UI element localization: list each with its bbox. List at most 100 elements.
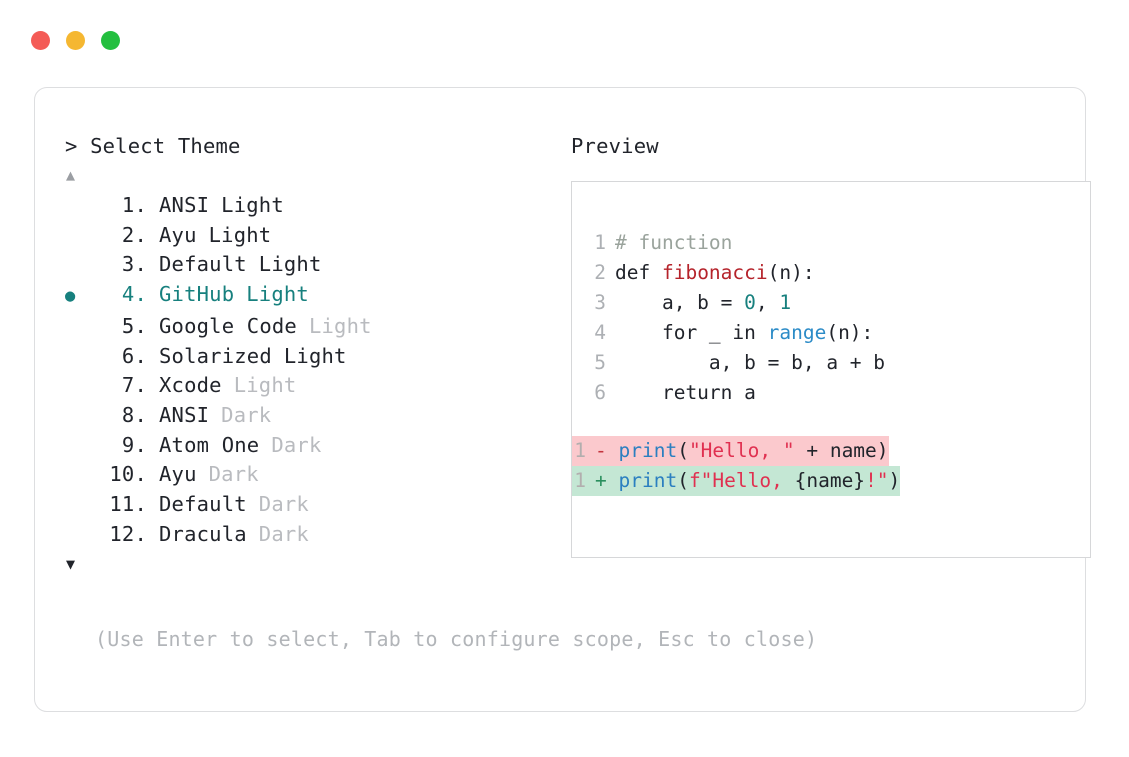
theme-item-variant: Light — [258, 252, 322, 277]
theme-list-item[interactable]: 7. Xcode Light — [65, 371, 535, 401]
theme-list-item[interactable]: 6. Solarized Light — [65, 342, 535, 372]
code-token: fibonacci — [661, 261, 768, 284]
theme-list-item[interactable]: 5. Google Code Light — [65, 312, 535, 342]
theme-item-number: 2. — [121, 222, 147, 247]
line-number: 1 — [574, 469, 586, 492]
line-number: 2 — [594, 261, 606, 284]
code-line: 5 a, b = b, a + b — [592, 348, 1090, 378]
code-token: 1 — [779, 291, 792, 314]
code-token: a, b = — [615, 291, 745, 314]
theme-item-variant: Light — [308, 313, 372, 338]
page-title: > Select Theme — [65, 134, 241, 158]
theme-item-variant: Light — [246, 282, 309, 307]
code-line: 4 for _ in range(n): — [592, 318, 1090, 348]
code-token: 0 — [744, 291, 756, 314]
diff-added-line: 1+ print(f"Hello, {name}!") — [572, 466, 901, 496]
code-token: # function — [615, 231, 733, 254]
theme-item-number: 6. — [121, 343, 147, 368]
preview-label: Preview — [571, 134, 659, 158]
diff-sign: - — [595, 439, 619, 462]
code-line: 1 # function — [592, 228, 1090, 258]
theme-item-name: Xcode — [159, 373, 222, 398]
code-token: (n): — [826, 321, 874, 344]
theme-item-name: Ayu — [159, 222, 197, 247]
code-token: a, b = b, a + b — [615, 351, 886, 374]
line-number: 5 — [594, 351, 606, 374]
code-token: , — [755, 291, 780, 314]
theme-item-name: Solarized — [159, 343, 272, 368]
theme-item-variant: Dark — [271, 432, 322, 457]
line-number: 1 — [574, 439, 586, 462]
code-token: ) — [888, 469, 901, 492]
maximize-button-dot[interactable] — [101, 31, 120, 50]
theme-item-name: ANSI — [159, 193, 210, 217]
theme-list-item[interactable]: 10. Ayu Dark — [65, 460, 535, 490]
theme-item-name: Dracula — [159, 521, 247, 546]
selected-bullet-icon: ● — [65, 286, 76, 307]
theme-list-item[interactable]: 8. ANSI Dark — [65, 401, 535, 431]
line-number: 6 — [594, 381, 606, 404]
code-token: def — [615, 261, 662, 284]
theme-list-item[interactable]: 11. Default Dark — [65, 490, 535, 520]
diff-sample: 1- print("Hello, " + name)1+ print(f"Hel… — [572, 436, 1090, 496]
theme-item-number: 7. — [121, 373, 147, 398]
minimize-button-dot[interactable] — [66, 31, 85, 50]
diff-row: 1+ print(f"Hello, {name}!") — [572, 466, 1090, 496]
theme-item-variant: Dark — [221, 402, 272, 427]
line-number: 3 — [594, 291, 606, 314]
line-number: 1 — [594, 231, 606, 254]
code-line: 3 a, b = 0, 1 — [592, 288, 1090, 318]
theme-item-name: GitHub — [159, 282, 235, 307]
code-token: for _ in — [615, 321, 768, 344]
code-line: 6 return a — [592, 378, 1090, 408]
theme-item-number: 4. — [121, 282, 147, 307]
keyboard-hint: (Use Enter to select, Tab to configure s… — [95, 627, 818, 651]
theme-list-item[interactable]: 1. ANSI Light — [65, 191, 535, 221]
code-token: f"Hello, — [688, 469, 795, 492]
theme-item-number: 10. — [109, 462, 147, 487]
theme-item-name: ANSI — [159, 402, 210, 427]
code-token: ( — [677, 439, 689, 462]
code-token: (n): — [767, 261, 815, 284]
diff-removed-line: 1- print("Hello, " + name) — [572, 436, 889, 466]
theme-item-number: 11. — [109, 492, 147, 517]
theme-item-number: 1. — [121, 193, 147, 217]
theme-item-name: Atom One — [159, 432, 260, 457]
theme-item-name: Google Code — [159, 313, 297, 338]
theme-item-variant: Light — [283, 343, 347, 368]
theme-item-variant: Dark — [258, 492, 309, 517]
code-token: ( — [677, 469, 689, 492]
diff-row: 1- print("Hello, " + name) — [572, 436, 1090, 466]
theme-item-variant: Light — [221, 193, 284, 217]
diff-sign: + — [595, 469, 619, 492]
theme-item-number: 8. — [121, 402, 147, 427]
theme-item-variant: Dark — [208, 462, 259, 487]
theme-item-number: 3. — [121, 252, 147, 277]
scroll-up-icon[interactable]: ▲ — [66, 166, 76, 184]
theme-item-name: Ayu — [159, 462, 197, 487]
theme-item-number: 9. — [121, 432, 147, 457]
code-token: {name} — [794, 469, 866, 492]
code-token: "Hello, " — [688, 439, 795, 462]
theme-list-item[interactable]: 2. Ayu Light — [65, 221, 535, 251]
theme-list-item[interactable]: 9. Atom One Dark — [65, 431, 535, 461]
code-token: !" — [865, 469, 889, 492]
theme-list-item[interactable]: ● 4. GitHub Light — [65, 280, 535, 312]
code-token: + name) — [794, 439, 889, 462]
code-token: return a — [615, 381, 756, 404]
close-button-dot[interactable] — [31, 31, 50, 50]
theme-item-variant: Light — [208, 222, 272, 247]
theme-item-name: Default — [159, 492, 247, 517]
scroll-down-icon[interactable]: ▼ — [66, 555, 76, 574]
theme-item-number: 5. — [121, 313, 147, 338]
theme-item-variant: Light — [233, 373, 297, 398]
code-token: range — [767, 321, 827, 344]
